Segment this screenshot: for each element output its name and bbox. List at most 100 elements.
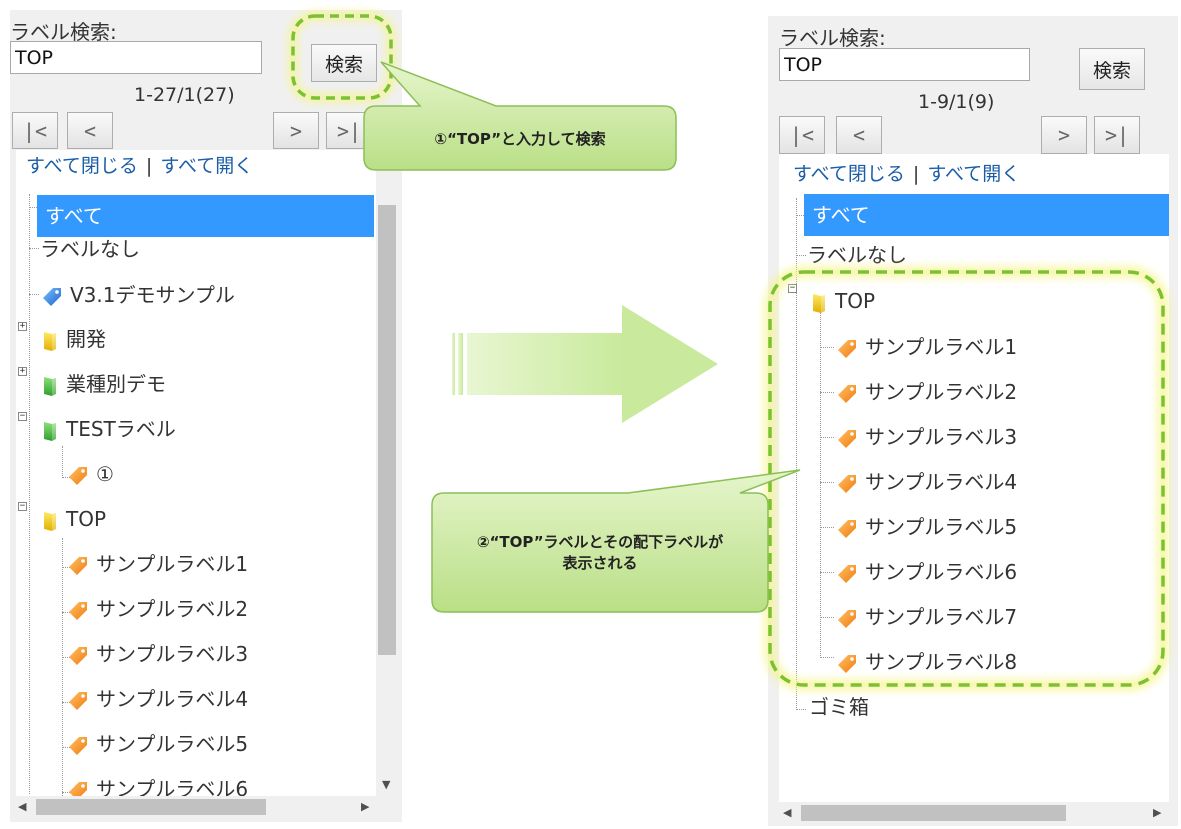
tree-node-label: サンプルラベル1 — [865, 335, 1018, 359]
tree-node-sample-label-4[interactable]: サンプルラベル4 — [835, 467, 1017, 497]
tag-orange-icon — [66, 464, 90, 488]
tree-node-no-label[interactable]: ラベルなし — [40, 234, 140, 264]
tree-node-label: ラベルなし — [40, 237, 140, 261]
scroll-left-arrow-icon[interactable]: ◀ — [18, 800, 27, 813]
tree-node-sample-label-6[interactable]: サンプルラベル6 — [66, 774, 248, 796]
search-label: ラベル検索: — [779, 26, 886, 50]
tag-orange-icon — [835, 382, 859, 406]
prev-page-button[interactable]: < — [67, 112, 113, 149]
tree-node-label: サンプルラベル3 — [96, 642, 249, 666]
tree-toggle-links: すべて閉じる | すべて開く — [26, 151, 253, 178]
label-search-input[interactable] — [10, 41, 262, 74]
tree-node-sample-label-8[interactable]: サンプルラベル8 — [835, 647, 1017, 677]
tag-orange-icon — [835, 607, 859, 631]
tree-node-label: サンプルラベル1 — [96, 552, 249, 576]
scrollbar-thumb[interactable] — [801, 805, 1066, 821]
collapse-toggle-icon[interactable]: − — [18, 411, 27, 421]
tree-node-sample-label-1[interactable]: サンプルラベル1 — [835, 332, 1017, 362]
tree-node-label: ラベルなし — [807, 243, 907, 267]
tree-node-sample-label-3[interactable]: サンプルラベル3 — [835, 422, 1017, 452]
tag-orange-icon — [66, 644, 90, 668]
tree-node-label: TOP — [835, 289, 876, 313]
tree-node-label: 業種別デモ — [66, 372, 166, 396]
tree-node-no-label[interactable]: ラベルなし — [807, 240, 907, 270]
tree-node-label: サンプルラベル2 — [96, 597, 249, 621]
tree-node-sample-label-2[interactable]: サンプルラベル2 — [835, 377, 1017, 407]
prev-page-button[interactable]: < — [836, 116, 882, 154]
scrollbar-thumb[interactable] — [36, 799, 266, 815]
next-page-button[interactable]: > — [1041, 116, 1087, 154]
scroll-right-arrow-icon[interactable]: ▶ — [361, 800, 370, 813]
tag-orange-icon — [835, 562, 859, 586]
tag-orange-icon — [835, 427, 859, 451]
tree-node-top[interactable]: TOP — [809, 286, 875, 316]
tree-node-all[interactable]: すべて — [37, 195, 374, 237]
tag-orange-icon — [835, 517, 859, 541]
tree-node-label: サンプルラベル8 — [865, 650, 1018, 674]
scroll-right-arrow-icon[interactable]: ▶ — [1153, 806, 1162, 819]
horizontal-scrollbar[interactable]: ◀ ▶ — [16, 796, 376, 818]
link-separator: | — [912, 163, 920, 185]
expand-all-link[interactable]: すべて開く — [160, 155, 254, 177]
tree-node-industry-demo[interactable]: 業種別デモ — [40, 369, 166, 399]
tree-node-sample-label-3[interactable]: サンプルラベル3 — [66, 639, 248, 669]
tree-node-label: サンプルラベル6 — [865, 560, 1018, 584]
collapse-all-link[interactable]: すべて閉じる — [793, 163, 905, 185]
tree-node-trash[interactable]: ゴミ箱 — [809, 692, 869, 722]
tree-node-all[interactable]: すべて — [804, 194, 1169, 236]
folder-yellow-icon — [40, 329, 60, 353]
next-page-button[interactable]: > — [273, 112, 319, 149]
scroll-left-arrow-icon[interactable]: ◀ — [783, 806, 792, 819]
tree-node-label: すべて — [45, 204, 103, 228]
tree-node-label: ゴミ箱 — [809, 695, 869, 719]
tree-node-label: すべて — [812, 203, 870, 227]
tree-node-sample-label-7[interactable]: サンプルラベル7 — [835, 602, 1017, 632]
tree-node-sample-label-5[interactable]: サンプルラベル5 — [835, 512, 1017, 542]
tree-node-v31-demo[interactable]: V3.1デモサンプル — [40, 280, 235, 310]
tree-node-label: 開発 — [66, 327, 106, 351]
tag-orange-icon — [66, 599, 90, 623]
callout-step2-text-line2: 表示される — [562, 554, 638, 572]
tree-node-label: サンプルラベル2 — [865, 380, 1018, 404]
search-button[interactable]: 検索 — [311, 44, 377, 82]
link-separator: | — [145, 155, 153, 177]
first-page-button[interactable]: |< — [779, 116, 825, 154]
label-search-input[interactable] — [779, 48, 1030, 81]
tag-orange-icon — [835, 337, 859, 361]
tree-node-sample-label-5[interactable]: サンプルラベル5 — [66, 729, 248, 759]
expand-toggle-icon[interactable]: + — [18, 366, 27, 376]
tree-node-test-label[interactable]: TESTラベル — [40, 414, 176, 444]
collapse-toggle-icon[interactable]: − — [788, 283, 797, 293]
scroll-down-arrow-icon[interactable]: ▼ — [382, 778, 391, 791]
search-label: ラベル検索: — [10, 20, 117, 44]
tag-orange-icon — [66, 734, 90, 758]
tree-node-label: サンプルラベル4 — [96, 687, 249, 711]
tree-node-label: サンプルラベル7 — [865, 605, 1018, 629]
tag-orange-icon — [835, 652, 859, 676]
collapse-toggle-icon[interactable]: − — [18, 501, 27, 511]
tree-node-sample-label-6[interactable]: サンプルラベル6 — [835, 557, 1017, 587]
collapse-all-link[interactable]: すべて閉じる — [26, 155, 138, 177]
tree-node-sample-label-1[interactable]: サンプルラベル1 — [66, 549, 248, 579]
tree-node-sample-label-2[interactable]: サンプルラベル2 — [66, 594, 248, 624]
label-panel-before: ラベル検索: 検索 1-27/1(27) |< < > >| すべて閉じる|すべ… — [10, 10, 402, 822]
tree-node-test-child[interactable]: ① — [66, 459, 114, 489]
callout-step1-text: ①“TOP”と入力して検索 — [434, 130, 606, 148]
first-page-button[interactable]: |< — [12, 112, 58, 149]
tag-orange-icon — [835, 472, 859, 496]
tree-node-label: サンプルラベル3 — [865, 425, 1018, 449]
expand-all-link[interactable]: すべて開く — [927, 163, 1021, 185]
search-button[interactable]: 検索 — [1079, 48, 1145, 90]
tag-orange-icon — [66, 779, 90, 797]
scrollbar-thumb[interactable] — [378, 205, 396, 655]
last-page-button[interactable]: >| — [1094, 116, 1140, 154]
tree-node-sample-label-4[interactable]: サンプルラベル4 — [66, 684, 248, 714]
vertical-scrollbar[interactable]: ▼ — [376, 150, 398, 796]
tree-node-label: V3.1デモサンプル — [70, 283, 235, 307]
tree-node-label: ① — [96, 462, 114, 486]
tree-node-top[interactable]: TOP — [40, 504, 106, 534]
tree-node-label: サンプルラベル5 — [865, 515, 1018, 539]
tree-node-dev[interactable]: 開発 — [40, 324, 106, 354]
expand-toggle-icon[interactable]: + — [18, 321, 27, 331]
horizontal-scrollbar[interactable]: ◀ ▶ — [779, 802, 1169, 824]
